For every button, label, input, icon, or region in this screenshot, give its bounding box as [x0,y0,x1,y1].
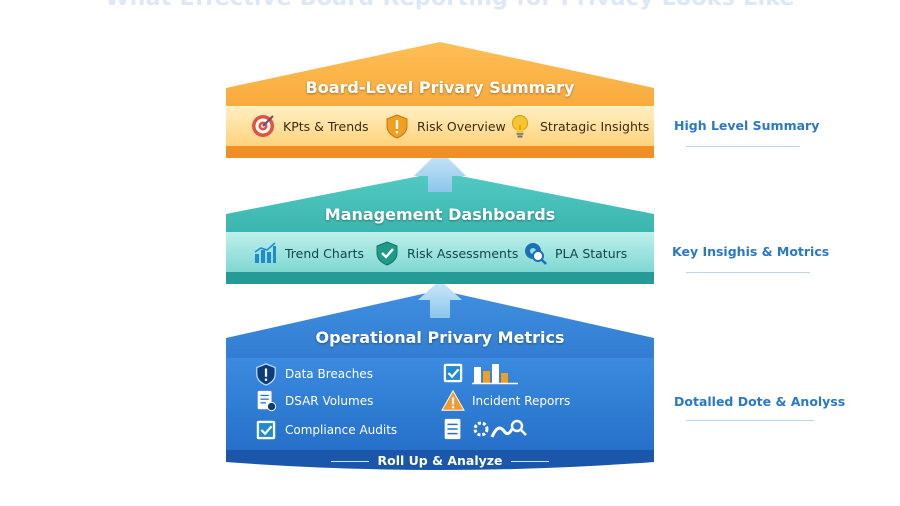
item-dsar-volumes: DSAR Volumes [254,389,373,413]
side-label-detailed-data: Dotalled Dote & Anolyss [674,394,846,409]
target-icon [252,115,274,137]
footer-label: Roll Up & Analyze [377,453,503,468]
item-label: Compliance Audits [285,423,398,437]
item-trend-charts: Trend Charts [252,240,364,266]
item-label: Incident Reporrs [472,394,571,408]
item-strategic-insights: Stratagic Insights [507,113,649,139]
item-label: Risk Overview [417,118,506,134]
document-icon [257,390,277,412]
item-incident-reports: Incident Reporrs [441,389,570,413]
side-rule [686,272,810,273]
item-risk-overview: Risk Overview [384,113,506,139]
side-label-key-insights: Key Insighis & Motrics [672,244,830,259]
check-shield-icon [376,241,398,266]
bar-chart-icon [472,364,518,385]
item-label: Data Breaches [285,367,373,381]
gear-search-icon [525,243,547,265]
item-label: Stratagic Insights [540,118,650,134]
item-list-gears-search [441,417,535,441]
item-label: Risk Assessments [407,245,519,261]
item-label: Trend Charts [285,245,365,261]
roll-up-footer: Roll Up & Analyze [226,453,654,468]
checkbox-icon [443,363,463,383]
tier-board [226,42,654,158]
item-label: KPts & Trends [283,118,369,134]
tier-operational-title: Operational Privary Metrics [315,328,565,347]
tier-management-title: Management Dashboards [324,205,556,224]
roll-up-arrow-lower [418,280,462,318]
side-label-high-level: High Level Summary [674,118,820,133]
tier-board-title: Board-Level Privary Summary [305,78,575,97]
footer-rule-right [510,461,549,462]
side-rule [686,146,800,147]
item-label: DSAR Volumes [285,394,374,408]
diagram-title: What Effective Board Reporting for Priva… [0,0,900,11]
gears-search-icon [473,419,527,438]
warning-triangle-icon [441,389,465,411]
footer-rule-left [331,461,370,462]
lightbulb-icon [512,115,528,138]
tier-management [226,172,654,284]
alert-shield-icon [256,363,276,386]
checkbox-icon [256,420,276,440]
warning-shield-icon [386,114,408,139]
item-kpis-trends: KPts & Trends [250,113,369,139]
side-rule [686,420,814,421]
roll-up-arrow-upper [414,150,466,192]
item-risk-assessments: Risk Assessments [374,240,518,266]
item-label: PLA Staturs [555,245,628,261]
item-compliance-audits: Compliance Audits [254,418,397,442]
item-pla-status: PLA Staturs [522,240,627,266]
item-data-breaches: Data Breaches [254,362,373,386]
item-checkbox-bars [441,361,525,385]
tier-operational [226,290,654,470]
list-icon [444,418,461,440]
bar-chart-icon [254,242,276,263]
